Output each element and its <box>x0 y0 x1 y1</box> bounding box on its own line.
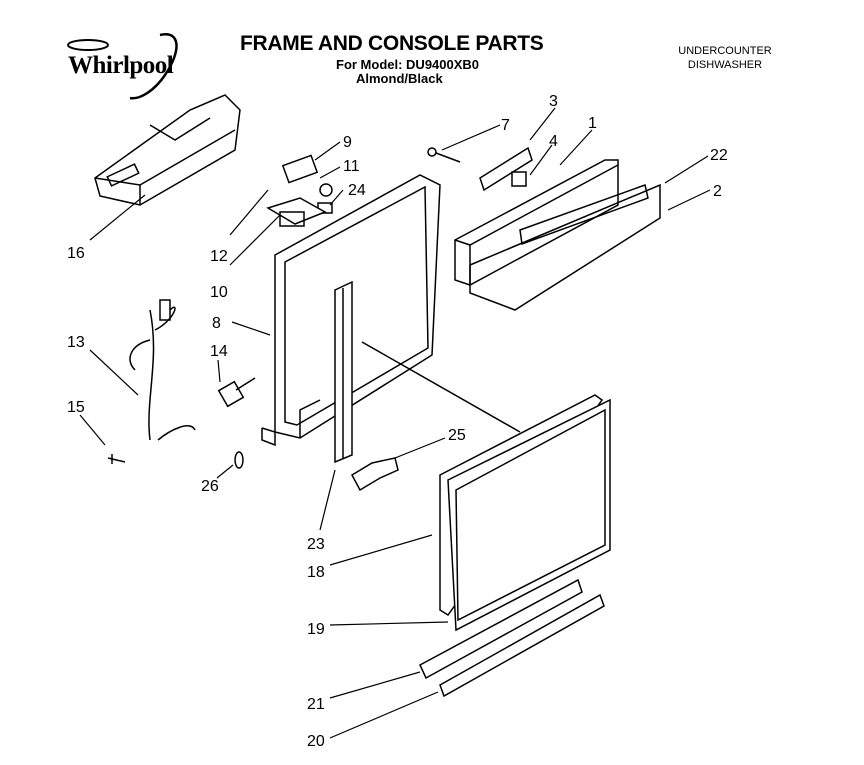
callout-7: 7 <box>501 117 510 134</box>
callout-22: 22 <box>710 147 728 164</box>
product-type-line-2: DISHWASHER <box>687 59 763 71</box>
callout-8: 8 <box>212 315 221 332</box>
logo-swoosh-icon <box>67 32 178 100</box>
callout-19: 19 <box>307 621 325 638</box>
part-18-door-panel <box>361 341 611 632</box>
model-subtitle: For Model: DU9400XB0 <box>336 57 480 72</box>
page-title: FRAME AND CONSOLE PARTS <box>240 32 544 55</box>
part-8-door-frame <box>261 174 441 447</box>
callout-26: 26 <box>201 478 219 495</box>
brand-wordmark: Whirlpool <box>68 52 174 79</box>
callout-3: 3 <box>549 93 558 110</box>
color-subtitle: Almond/Black <box>356 71 443 86</box>
part-1-control-console <box>427 146 661 311</box>
product-type-line-1: UNDERCOUNTER <box>678 45 772 57</box>
callout-labels: 1 2 3 4 7 9 11 24 22 16 12 10 8 13 14 15… <box>67 93 728 750</box>
callout-20: 20 <box>307 733 325 750</box>
part-23-side-strip <box>334 280 353 464</box>
callout-25: 25 <box>448 427 466 444</box>
part-20-bottom-trim <box>439 593 605 698</box>
whirlpool-logo: Whirlpool <box>60 30 200 100</box>
part-latch-assembly <box>266 154 333 227</box>
callout-11: 11 <box>343 158 360 175</box>
callout-18: 18 <box>307 564 325 581</box>
callout-14: 14 <box>210 343 228 360</box>
part-21-bottom-trim <box>419 578 583 680</box>
callout-4: 4 <box>549 133 558 150</box>
callout-23: 23 <box>307 536 325 553</box>
callout-10: 10 <box>210 284 228 301</box>
part-16-console-cover <box>94 94 241 206</box>
callout-2: 2 <box>713 183 722 200</box>
callout-13: 13 <box>67 334 85 351</box>
part-13-wiring-harness <box>107 299 256 469</box>
callout-21: 21 <box>307 696 325 713</box>
leader-lines <box>79 107 711 739</box>
part-25-clip <box>351 457 399 492</box>
callout-15: 15 <box>67 399 85 416</box>
callout-1: 1 <box>588 115 597 132</box>
callout-12: 12 <box>210 248 228 265</box>
callout-16: 16 <box>67 245 85 262</box>
callout-24: 24 <box>348 182 366 199</box>
callout-9: 9 <box>343 134 352 151</box>
